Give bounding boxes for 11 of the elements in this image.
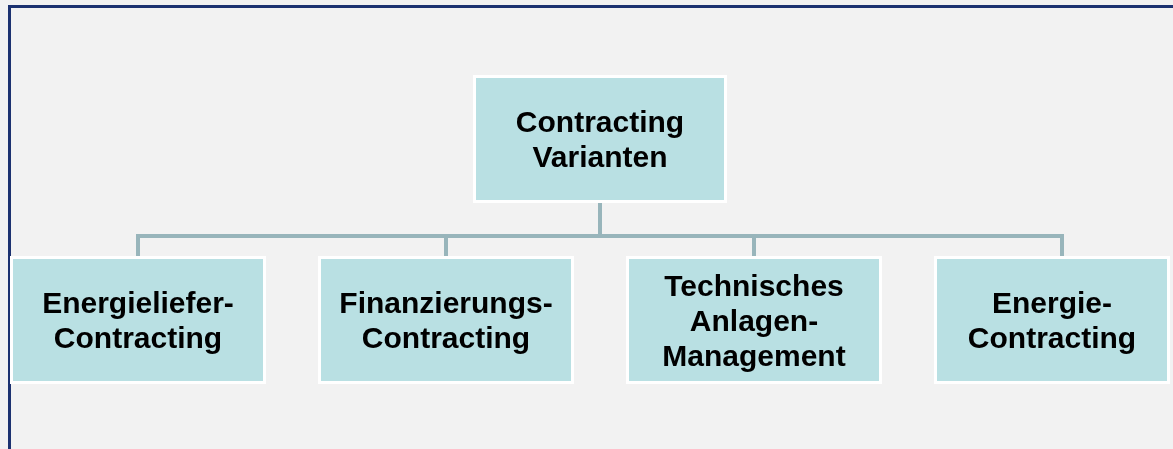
box-label: Finanzierungs-Contracting <box>338 285 554 355</box>
connector-line <box>598 203 1064 256</box>
box-label: Contracting Varianten <box>514 104 686 174</box>
org-box <box>626 256 882 384</box>
org-box <box>473 75 727 203</box>
box-label: Energieliefer-Contracting <box>41 285 235 355</box>
box-label: Technisches Anlagen-Management <box>661 267 847 373</box>
org-box <box>318 256 574 384</box>
org-box <box>934 256 1170 384</box>
box-label: Energie-Contracting <box>966 285 1138 355</box>
org-box <box>10 256 266 384</box>
